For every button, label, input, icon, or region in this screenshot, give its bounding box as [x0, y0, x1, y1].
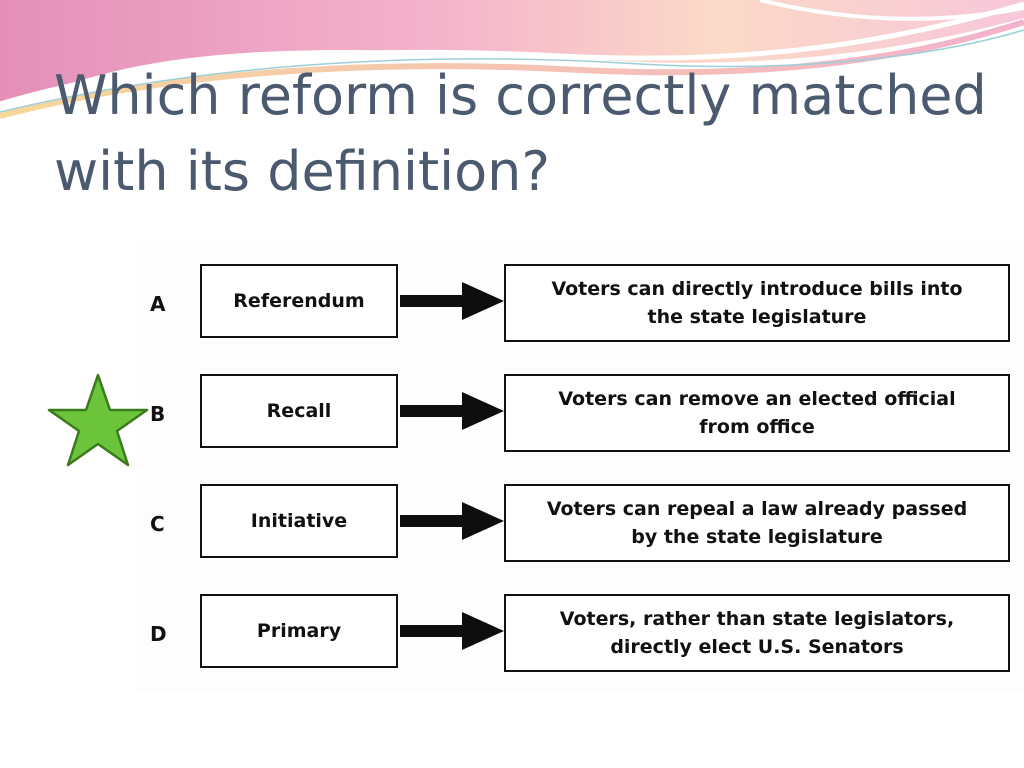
option-letter: C [150, 512, 165, 536]
option-letter: D [150, 622, 167, 646]
definition-line-2: by the state legislature [631, 526, 883, 548]
term-box: Initiative [200, 484, 398, 558]
term-box: Referendum [200, 264, 398, 338]
option-a[interactable]: A Referendum Voters can directly introdu… [136, 264, 1024, 344]
definition-line-2: from office [699, 416, 815, 438]
option-b[interactable]: B Recall Voters can remove an elected of… [136, 374, 1024, 454]
definition-line-2: the state legislature [647, 306, 867, 328]
definition-box: Voters can directly introduce bills into… [504, 264, 1010, 342]
option-letter: B [150, 402, 166, 426]
star-icon [47, 373, 149, 467]
header-swoosh-decoration [0, 0, 1024, 119]
right-arrow-icon [400, 502, 504, 540]
right-arrow-icon [400, 282, 504, 320]
definition-box: Voters can repeal a law already passed b… [504, 484, 1010, 562]
slide-title: Which reform is correctly matched with i… [54, 58, 994, 210]
right-arrow-icon [400, 392, 504, 430]
term-box: Recall [200, 374, 398, 448]
answer-options-panel: A Referendum Voters can directly introdu… [136, 246, 1024, 692]
definition-box: Voters, rather than state legislators, d… [504, 594, 1010, 672]
title-line-1: Which reform is correctly matched [54, 64, 987, 127]
option-d[interactable]: D Primary Voters, rather than state legi… [136, 594, 1024, 674]
term-box: Primary [200, 594, 398, 668]
title-line-2: with its definition? [54, 140, 551, 203]
right-arrow-icon [400, 612, 504, 650]
option-c[interactable]: C Initiative Voters can repeal a law alr… [136, 484, 1024, 564]
definition-line-1: Voters, rather than state legislators, [559, 608, 955, 630]
option-letter: A [150, 292, 166, 316]
definition-line-1: Voters can directly introduce bills into [551, 278, 963, 300]
definition-box: Voters can remove an elected official fr… [504, 374, 1010, 452]
definition-line-1: Voters can remove an elected official [558, 388, 956, 410]
definition-line-1: Voters can repeal a law already passed [546, 498, 968, 520]
definition-line-2: directly elect U.S. Senators [610, 636, 904, 658]
